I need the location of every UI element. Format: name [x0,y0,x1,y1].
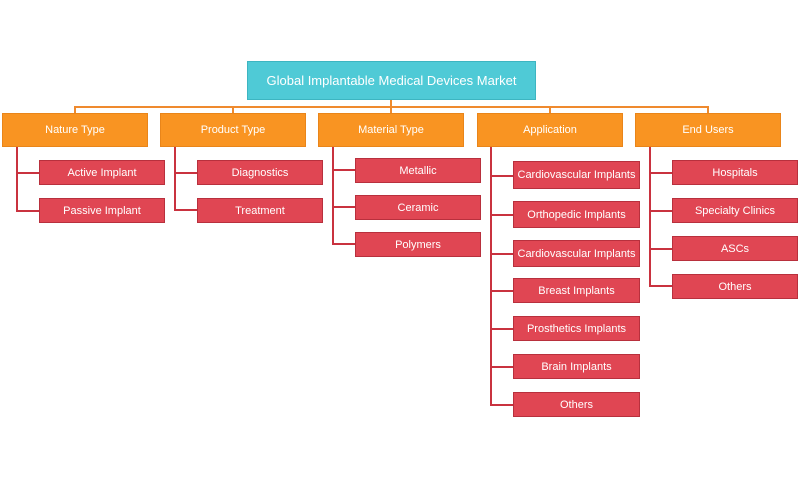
branch-tick [490,404,513,406]
category-drop [74,106,76,114]
item-others-application: Others [513,392,640,417]
branch-tick [332,243,355,245]
item-active-implant: Active Implant [39,160,165,185]
branch-tick [649,248,672,250]
branch-tick [490,366,513,368]
item-ascs: ASCs [672,236,798,261]
category-material-type: Material Type [318,113,464,147]
branch-tick [332,206,355,208]
item-orthopedic-implants: Orthopedic Implants [513,201,640,228]
branch-line [174,147,176,210]
branch-tick [16,210,39,212]
branch-tick [490,290,513,292]
branch-tick [490,214,513,216]
branch-tick [174,209,197,211]
item-specialty-clinics: Specialty Clinics [672,198,798,223]
branch-tick [174,172,197,174]
item-metallic: Metallic [355,158,481,183]
branch-tick [490,328,513,330]
branch-line [490,147,492,406]
category-application: Application [477,113,623,147]
root-connector [390,100,392,107]
item-others-end-users: Others [672,274,798,299]
item-polymers: Polymers [355,232,481,257]
item-diagnostics: Diagnostics [197,160,323,185]
branch-tick [16,172,39,174]
item-passive-implant: Passive Implant [39,198,165,223]
branch-tick [490,253,513,255]
category-product-type: Product Type [160,113,306,147]
category-drop [390,106,392,114]
item-cardiovascular-implants: Cardiovascular Implants [513,161,640,189]
item-cardiovascular-implants-2: Cardiovascular Implants [513,240,640,267]
root-title: Global Implantable Medical Devices Marke… [247,61,536,100]
category-drop [549,106,551,114]
item-breast-implants: Breast Implants [513,278,640,303]
category-drop [707,106,709,114]
branch-line [332,147,334,245]
item-ceramic: Ceramic [355,195,481,220]
category-nature-type: Nature Type [2,113,148,147]
category-end-users: End Users [635,113,781,147]
branch-line [16,147,18,211]
branch-tick [649,210,672,212]
item-brain-implants: Brain Implants [513,354,640,379]
branch-tick [490,175,513,177]
branch-tick [649,172,672,174]
branch-tick [332,169,355,171]
branch-line [649,147,651,287]
item-treatment: Treatment [197,198,323,223]
item-prosthetics-implants: Prosthetics Implants [513,316,640,341]
item-hospitals: Hospitals [672,160,798,185]
category-drop [232,106,234,114]
branch-tick [649,285,672,287]
